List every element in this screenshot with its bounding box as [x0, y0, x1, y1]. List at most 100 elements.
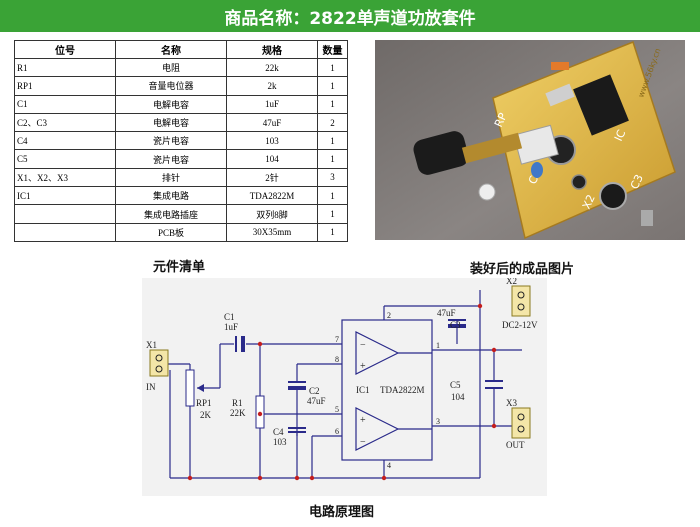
col-header-designator: 位号: [14, 40, 116, 59]
potentiometer-shaft: [461, 132, 523, 164]
junction-dots: [187, 303, 497, 481]
cell-designator: IC1: [14, 186, 116, 206]
junction-dot: [257, 341, 263, 347]
cell-qty: 1: [317, 204, 348, 224]
cell-designator: C5: [14, 149, 116, 169]
cell-designator: C4: [14, 131, 116, 151]
pin-5: 5: [335, 405, 339, 414]
label-c5-value: 104: [451, 392, 465, 402]
pin-6: 6: [335, 427, 339, 436]
label-c1: C1: [224, 312, 235, 322]
cell-qty: 1: [317, 186, 348, 206]
opamp-upper-minus: −: [360, 340, 366, 351]
label-x2-supply: DC2-12V: [502, 320, 538, 330]
label-c3-value: 47uF: [437, 308, 456, 318]
label-ic-part: TDA2822M: [380, 385, 425, 395]
potentiometer-wiper-arrow: [197, 384, 204, 392]
junction-dot: [381, 475, 387, 481]
capacitor-c1-plate-b: [241, 336, 245, 352]
junction-dot: [477, 303, 483, 309]
opamp-upper-symbol: [355, 331, 400, 375]
capacitor-c3-plate-b: [448, 324, 466, 328]
pin-3: 3: [436, 417, 440, 426]
cell-qty: 1: [317, 57, 348, 78]
cell-qty: 2: [317, 112, 348, 133]
cell-qty: 1: [317, 76, 348, 96]
potentiometer-knob: [413, 131, 469, 175]
cell-qty: 1: [317, 94, 348, 114]
pcb-label-rp: RP: [492, 111, 510, 130]
junction-dot: [309, 475, 315, 481]
col-header-name: 名称: [115, 40, 227, 59]
cell-name: 集成电路: [115, 186, 227, 206]
opamp-upper-plus: +: [360, 361, 366, 372]
junction-dot: [257, 475, 263, 481]
label-r1: R1: [232, 398, 243, 408]
pin-numbers: 1 2 3 4 5 6 7 8: [335, 311, 440, 470]
ic-socket-edge: [545, 83, 575, 107]
schematic-wires: [162, 290, 522, 479]
label-c2-value: 47uF: [307, 396, 326, 406]
cell-designator: X1、X2、X3: [14, 167, 116, 188]
cell-qty: 3: [317, 167, 348, 188]
pin-header-x3: [641, 210, 653, 226]
cell-name: 电阻: [115, 57, 227, 78]
label-r1-value: 22K: [230, 408, 246, 418]
cell-name: 瓷片电容: [115, 149, 227, 169]
pcb-label-x2: X2: [580, 193, 598, 212]
cell-designator: C2、C3: [14, 112, 116, 133]
label-c2: C2: [309, 386, 320, 396]
connector-x3-pin2: [517, 425, 525, 433]
cell-qty: 1: [317, 222, 348, 243]
cell-spec: 2针: [226, 167, 318, 188]
opamp-lower-symbol: [355, 407, 400, 451]
table-header-row: 位号 名称 规格 数量: [14, 40, 348, 59]
ic-outline: [341, 319, 433, 461]
pin-header-x1: [478, 183, 496, 201]
product-title: 商品名称：2822单声道功放套件: [224, 8, 476, 29]
pin-8: 8: [335, 355, 339, 364]
pcb-label-ic: IC: [612, 128, 629, 144]
caption-component-list: 元件清单: [153, 260, 206, 275]
junction-dot: [187, 475, 193, 481]
potentiometer-body: [513, 124, 559, 165]
cell-name: 集成电路插座: [115, 204, 227, 224]
opamp-lower-minus: −: [360, 437, 366, 448]
cell-name: 排针: [115, 167, 227, 188]
opamp-signs: − + + −: [360, 340, 366, 448]
cell-spec: 双列8脚: [226, 204, 318, 224]
connector-x1-pin1: [155, 354, 163, 362]
junction-dot: [491, 347, 497, 353]
ic-chip: [573, 74, 629, 136]
cell-designator: RP1: [14, 76, 116, 96]
label-c5: C5: [450, 380, 461, 390]
pin-1: 1: [436, 341, 440, 350]
pcb-label-c3: C3: [628, 172, 646, 191]
product-title-banner: 商品名称：2822单声道功放套件: [0, 0, 700, 32]
connector-x3-pin1: [517, 413, 525, 421]
cell-name: 电解电容: [115, 112, 227, 133]
connector-x3: [511, 407, 531, 439]
label-rp1: RP1: [196, 398, 212, 408]
ceramic-capacitor-c4: [531, 162, 543, 178]
caption-schematic: 电路原理图: [309, 505, 375, 520]
schematic-labels: X1 IN X2 DC2-12V X3 OUT C1 1uF RP1 2K R1…: [146, 278, 538, 450]
label-c1-value: 1uF: [224, 322, 238, 332]
cell-spec: 104: [226, 149, 318, 169]
pin-4: 4: [387, 461, 391, 470]
label-x1: X1: [146, 340, 157, 350]
label-c3: C3: [450, 320, 461, 330]
label-x3-out: OUT: [506, 440, 525, 450]
label-x1-in: IN: [146, 382, 156, 392]
cell-name: 瓷片电容: [115, 131, 227, 151]
connector-x1-pin2: [155, 365, 163, 373]
